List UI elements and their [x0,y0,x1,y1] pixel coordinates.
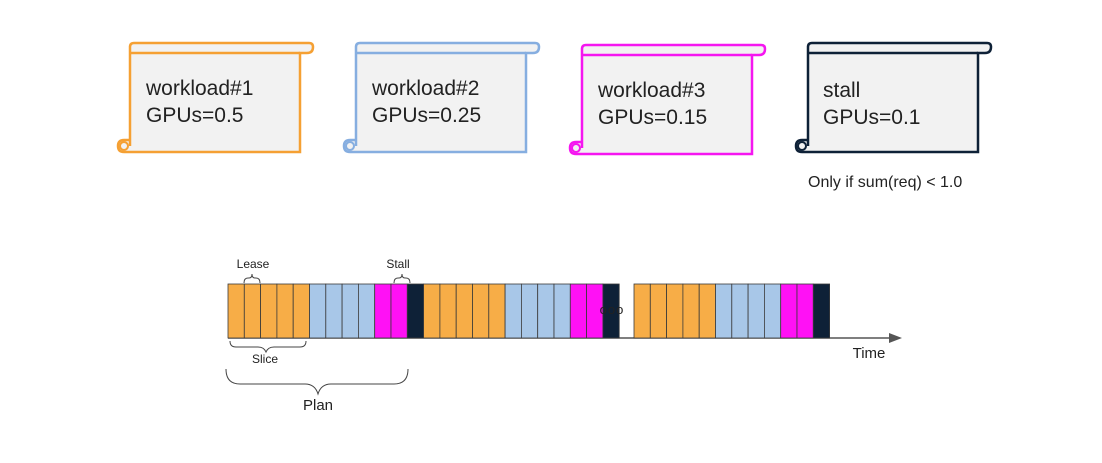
timeline-block-orange [260,283,278,339]
timeline-block-blue [504,283,522,339]
timeline-block-magenta [569,283,587,339]
scroll-stall-name: stall [823,79,860,102]
stall-label: Stall [386,257,409,271]
timeline-block-orange [243,283,262,339]
scroll-workload-1-name: workload#1 [145,77,253,100]
timeline-block-orange [488,283,506,339]
scroll-workload-3: workload#3 GPUs=0.15 [568,43,767,156]
timeline-block-blue [553,283,571,339]
scroll-workload-1-gpus: GPUs=0.5 [146,104,243,127]
timeline-block-blue [325,283,343,339]
timeline-block-blue [521,283,539,339]
timeline-block-orange [423,283,441,339]
timeline-block-blue [764,283,782,339]
timeline-block-orange [666,283,684,339]
timeline-block-navy [812,283,830,339]
timeline-block-blue [341,283,359,339]
plan-label: Plan [303,397,333,414]
time-axis-label: Time [853,345,886,362]
lease-label: Lease [237,257,270,271]
scroll-workload-2-gpus: GPUs=0.25 [372,104,481,127]
scroll-workload-3-gpus: GPUs=0.15 [598,106,707,129]
timeline-block-blue [309,283,327,339]
stall-condition-note: Only if sum(req) < 1.0 [808,174,962,191]
timeline-blocks [227,283,830,339]
timeline-block-magenta [796,283,814,339]
time-axis-arrowhead [889,333,902,343]
timeline-block-navy [602,283,620,339]
timeline: ooo Lease Stall Slice Plan Time [225,257,902,414]
timeline-block-magenta [390,283,408,339]
timeline-block-blue [357,283,376,339]
slice-label: Slice [252,352,278,366]
timeline-block-orange [455,283,473,339]
scroll-workload-1: workload#1 GPUs=0.5 [116,41,315,154]
plan-brace [225,368,409,396]
scroll-stall-gpus: GPUs=0.1 [823,106,920,129]
timeline-block-navy [406,283,424,339]
scroll-stall: stall GPUs=0.1 [794,41,993,154]
timeline-ellipsis: ooo [600,302,625,317]
timeline-block-orange [227,283,245,339]
timeline-block-blue [731,283,749,339]
slice-brace [229,340,307,354]
timeline-block-orange [276,283,294,339]
timeline-block-orange [698,283,716,339]
timeline-block-orange [682,283,700,339]
scroll-workload-3-name: workload#3 [597,79,705,102]
timeline-block-blue [715,283,733,339]
timeline-block-orange [292,283,310,339]
scroll-workload-2: workload#2 GPUs=0.25 [342,41,541,154]
timeline-block-magenta [780,283,798,339]
timeline-block-blue [537,283,555,339]
lease-brace [243,273,261,284]
timeline-block-orange [633,283,651,339]
timeline-block-blue [747,283,765,339]
timeline-block-orange [649,283,667,339]
timeline-block-orange [439,283,457,339]
timeline-block-orange [472,283,490,339]
scroll-workload-2-name: workload#2 [371,77,479,100]
workload-scrolls: workload#1 GPUs=0.5 workload#2 GPUs=0.25… [116,41,993,191]
stall-brace [393,273,411,284]
timeline-block-magenta [374,283,392,339]
